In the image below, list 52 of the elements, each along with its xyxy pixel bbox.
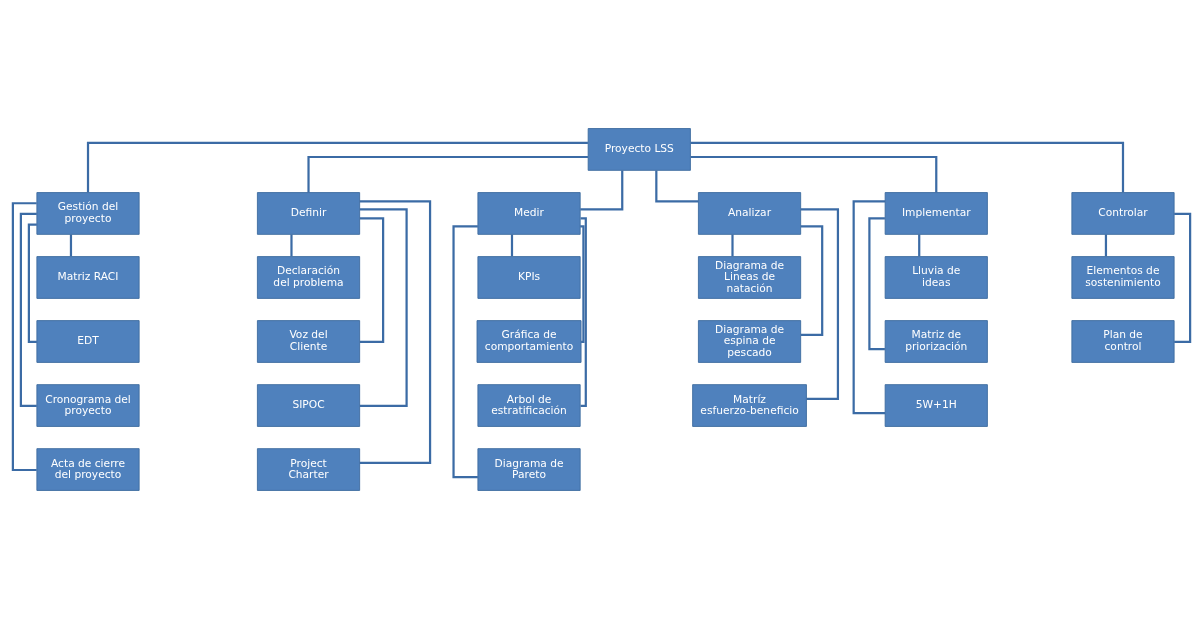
connector — [359, 208, 408, 408]
node-box: Diagrama de Pareto — [477, 448, 581, 491]
connector — [69, 234, 73, 257]
node-box: Analizar — [697, 192, 802, 235]
node-box: Plan de control — [1071, 320, 1175, 363]
node-box: Matríz esfuerzo-beneficio — [692, 384, 807, 427]
node-box: Cronograma del proyecto — [36, 384, 140, 427]
node-box: Lluvia de ideas — [884, 256, 988, 299]
connector — [868, 217, 885, 351]
connector — [918, 234, 921, 257]
connector — [690, 141, 1125, 193]
node-box: Definir — [256, 192, 361, 235]
node-box: SIPOC — [256, 384, 361, 427]
connector — [731, 234, 734, 257]
node-box: Diagrama de Lineas de natación — [697, 256, 802, 299]
connector — [580, 225, 585, 344]
connector — [359, 217, 385, 344]
node-box: Gráfica de comportamiento — [476, 320, 582, 363]
node-box: Implementar — [884, 192, 988, 235]
node-box: Arbol de estratificación — [477, 384, 581, 427]
node-box: Matriz RACI — [36, 256, 140, 299]
node-box: Proyecto LSS — [587, 128, 691, 171]
connector — [359, 200, 432, 464]
node-box: KPIs — [477, 256, 581, 299]
node-box: Project Charter — [256, 448, 361, 491]
connector — [580, 217, 587, 408]
connector — [452, 225, 478, 479]
node-box: Voz del Cliente — [256, 320, 361, 363]
node-box: Acta de cierre del proyecto — [36, 448, 140, 491]
node-box: 5W+1H — [884, 384, 988, 427]
connector — [86, 141, 588, 193]
connector — [852, 200, 886, 415]
connector — [307, 155, 588, 193]
node-box: Matriz de priorización — [884, 320, 988, 363]
node-box: Gestión del proyecto — [36, 192, 140, 235]
connector — [800, 225, 824, 336]
node-box: Medir — [477, 192, 581, 235]
connector — [290, 234, 293, 257]
connector — [655, 170, 699, 203]
node-box: Declaración del problema — [256, 256, 361, 299]
connector — [11, 202, 37, 472]
node-box: EDT — [36, 320, 140, 363]
connector — [690, 155, 938, 193]
node-box: Elementos de sostenimiento — [1071, 256, 1175, 299]
connector — [27, 223, 37, 344]
node-box: Diagrama de espina de pescado — [697, 320, 802, 363]
connector — [19, 212, 37, 408]
connector — [580, 170, 624, 211]
node-box: Controlar — [1071, 192, 1175, 235]
connector — [800, 208, 840, 400]
connector — [1104, 234, 1108, 257]
connector — [510, 234, 514, 257]
